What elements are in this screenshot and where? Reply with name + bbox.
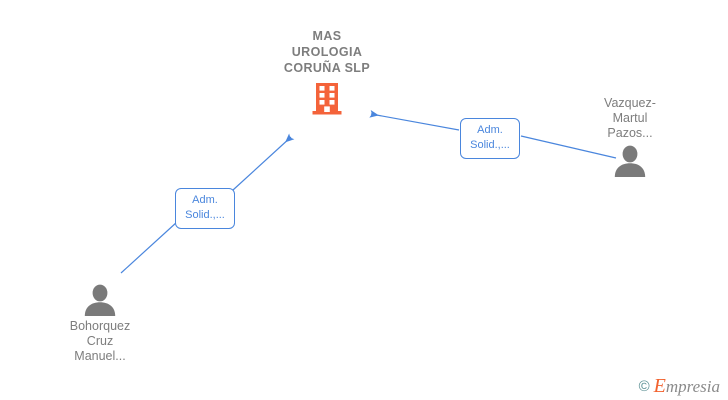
- relation-label-adm-solid-left[interactable]: Adm. Solid.,...: [175, 188, 235, 229]
- person-node-bohorquez-cruz-manuel[interactable]: Bohorquez Cruz Manuel...: [40, 284, 160, 364]
- person-icon[interactable]: [40, 284, 160, 316]
- relation-label-adm-solid-right[interactable]: Adm. Solid.,...: [460, 118, 520, 159]
- person-node-vazquez-martul-pazos[interactable]: Vazquez- Martul Pazos...: [570, 96, 690, 177]
- edge-vazquez-to-company: [369, 109, 617, 159]
- empresia-watermark: © Empresia: [639, 376, 720, 396]
- person-name: Bohorquez Cruz Manuel...: [69, 319, 131, 363]
- brand-name: Empresia: [654, 376, 720, 396]
- person-icon[interactable]: [570, 145, 690, 177]
- brand-initial: E: [653, 375, 666, 397]
- company-title: MAS UROLOGIA CORUÑA SLP: [283, 29, 371, 75]
- edge-bohorquez-to-company: [120, 133, 295, 274]
- brand-rest: mpresia: [665, 377, 720, 396]
- person-name: Vazquez- Martul Pazos...: [604, 96, 656, 140]
- copyright-icon: ©: [638, 377, 650, 395]
- company-node[interactable]: MAS UROLOGIA CORUÑA SLP: [247, 28, 407, 115]
- building-icon[interactable]: [247, 83, 407, 115]
